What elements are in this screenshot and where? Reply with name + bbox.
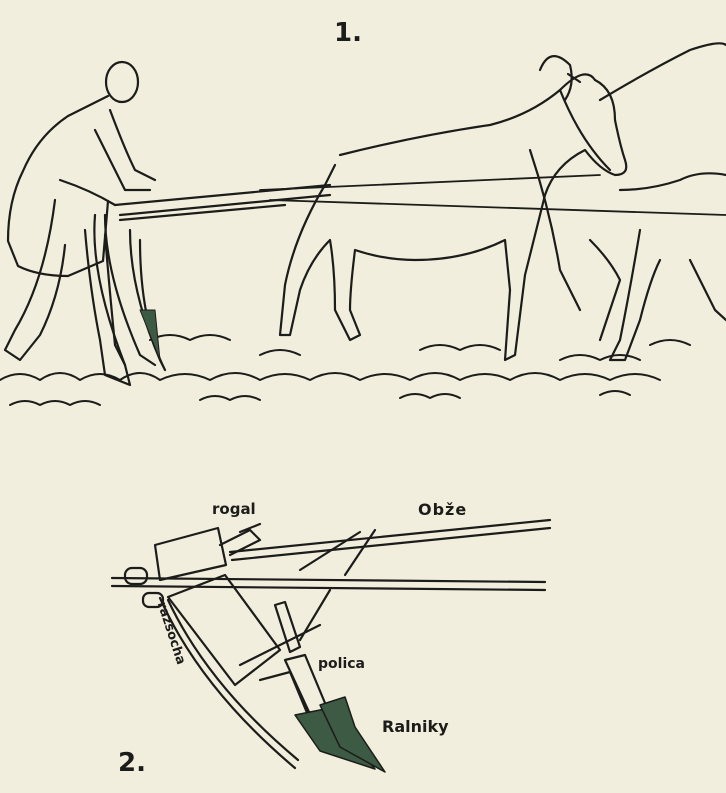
razsocha-edge [158,596,300,770]
label-obze: Obže [418,500,468,519]
scene-plough [93,183,332,372]
label-rogal: rogal [212,500,256,518]
label-polica: polica [318,656,365,672]
handles [110,518,552,592]
peg [123,566,149,586]
rogal [218,522,262,557]
plough-diagram [110,518,552,773]
ralniky-shares [294,696,386,773]
polica-stick [273,600,302,654]
polica-brace [238,588,332,667]
crossbar-block [153,526,228,582]
ploughman [3,60,157,387]
label-ralniky: Ralniky [382,717,449,736]
ploughed-ground [0,334,691,406]
traces [259,174,726,216]
handle-braces [298,528,377,577]
figure-2-number: 2. [118,748,146,778]
horse-front [278,55,628,362]
ploughing-scene [0,42,726,406]
figure-1-number: 1. [334,18,362,48]
horse-back [588,42,726,362]
razsocha [166,573,282,687]
peg [141,591,165,609]
